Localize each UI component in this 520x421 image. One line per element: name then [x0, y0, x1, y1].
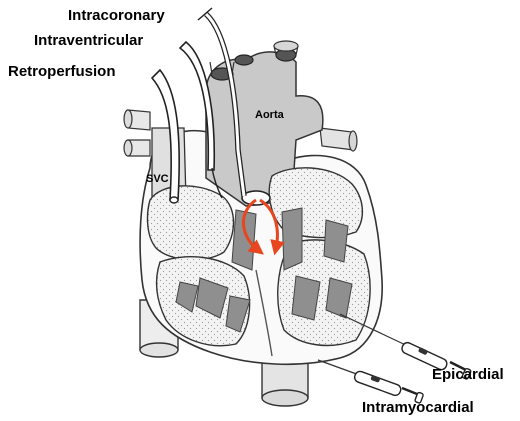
intracoronary-label: Intracoronary	[68, 7, 165, 24]
intramyocardial-label: Intramyocardial	[362, 399, 474, 416]
pulmonary-veins-left	[124, 110, 150, 156]
right-atrium	[148, 186, 234, 260]
intramyocardial-syringe	[318, 360, 424, 403]
pulmonary-artery-right	[320, 128, 357, 151]
svc-label: SVC	[146, 173, 169, 185]
retroperfusion-label: Retroperfusion	[8, 63, 116, 80]
intraventricular-label: Intraventricular	[34, 32, 143, 49]
aorta-label: Aorta	[255, 109, 284, 121]
epicardial-label: Epicardial	[432, 366, 504, 383]
